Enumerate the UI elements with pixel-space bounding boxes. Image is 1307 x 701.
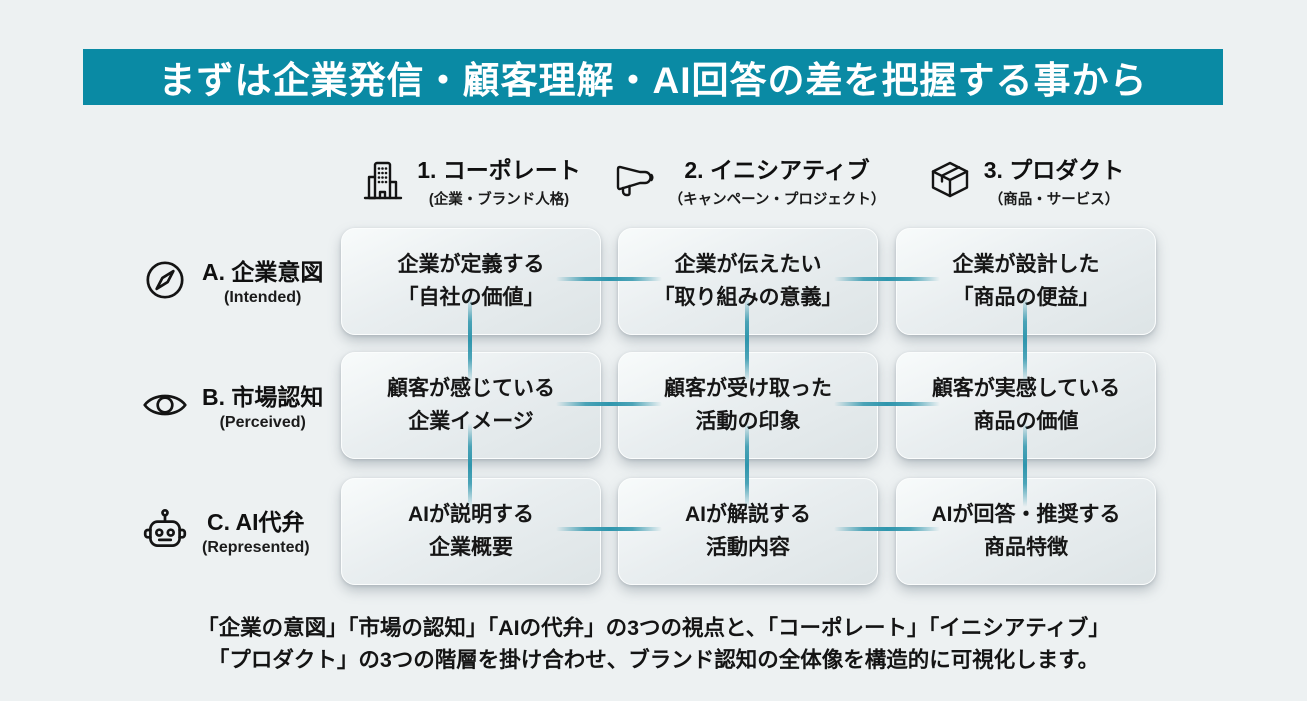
robot-icon (140, 505, 190, 555)
package-icon (926, 156, 974, 204)
connector-horizontal (556, 402, 662, 406)
title-bar: まずは企業発信・顧客理解・AI回答の差を把握する事から (83, 49, 1223, 105)
page-title: まずは企業発信・顧客理解・AI回答の差を把握する事から (158, 60, 1148, 101)
connector-vertical (468, 423, 472, 507)
row-sublabel: (Represented) (202, 539, 310, 556)
row-label: B. 市場認知 (202, 384, 324, 410)
cell-text: 商品特徴 (984, 535, 1068, 559)
building-icon (359, 156, 407, 204)
column-header-initiative: 2. イニシアティブ （キャンペーン・プロジェクト） (616, 148, 885, 212)
row-label: A. 企業意図 (202, 259, 324, 285)
cell-text: 顧客が実感している (931, 376, 1121, 400)
column-sublabel: （キャンペーン・プロジェクト） (668, 192, 886, 208)
cell-intended-product: 企業が設計した 「商品の便益」 (896, 228, 1156, 335)
cell-text: 「取り組みの意義」 (653, 285, 843, 309)
compass-icon (140, 255, 190, 305)
connector-vertical (745, 423, 749, 507)
cell-text: 「自社の価値」 (397, 285, 545, 309)
eye-icon (140, 380, 190, 430)
connector-vertical (1023, 298, 1027, 382)
connector-vertical (745, 298, 749, 382)
connector-horizontal (834, 527, 940, 531)
cell-text: 活動内容 (706, 535, 790, 559)
connector-vertical (1023, 423, 1027, 507)
cell-text: 商品の価値 (973, 409, 1079, 433)
connector-horizontal (834, 402, 940, 406)
row-sublabel: (Perceived) (219, 414, 306, 431)
cell-text: 顧客が受け取った (664, 376, 832, 400)
column-label: 3. プロダクト (983, 157, 1125, 183)
row-header-intended: A. 企業意図 (Intended) (140, 249, 340, 311)
megaphone-icon (611, 156, 659, 204)
row-header-perceived: B. 市場認知 (Perceived) (140, 374, 340, 436)
row-sublabel: (Intended) (224, 289, 302, 306)
column-label: 1. コーポレート (417, 157, 581, 183)
cell-text: 企業が伝えたい (674, 252, 822, 276)
connector-horizontal (556, 527, 662, 531)
row-label: C. AI代弁 (207, 509, 305, 535)
cell-text: 企業概要 (429, 535, 513, 559)
connector-horizontal (834, 277, 940, 281)
cell-text: 活動の印象 (695, 409, 801, 433)
row-header-represented: C. AI代弁 (Represented) (140, 499, 340, 561)
column-sublabel: （商品・サービス） (988, 192, 1120, 208)
column-header-corporate: 1. コーポレート (企業・ブランド人格) (339, 148, 601, 212)
connector-horizontal (556, 277, 662, 281)
caption-line1: 「企業の意図」「市場の認知」「AIの代弁」の3つの視点と、「コーポレート」「イニ… (197, 616, 1110, 640)
column-header-product: 3. プロダクト （商品・サービス） (894, 148, 1156, 212)
cell-text: 企業が定義する (397, 252, 545, 276)
caption-line2: 「プロダクト」の3つの階層を掛け合わせ、ブランド認知の全体像を構造的に可視化しま… (207, 648, 1100, 672)
cell-text: AIが説明する (408, 502, 534, 526)
column-label: 2. イニシアティブ (684, 157, 870, 183)
caption: 「企業の意図」「市場の認知」「AIの代弁」の3つの視点と、「コーポレート」「イニ… (0, 612, 1307, 676)
cell-text: 顧客が感じている (387, 376, 555, 400)
cell-text: 「商品の便益」 (952, 285, 1100, 309)
cell-text: AIが回答・推奨する (931, 502, 1121, 526)
cell-text: AIが解説する (685, 502, 811, 526)
connector-vertical (468, 298, 472, 382)
column-sublabel: (企業・ブランド人格) (428, 192, 570, 208)
cell-text: 企業が設計した (952, 252, 1100, 276)
cell-text: 企業イメージ (408, 409, 534, 433)
